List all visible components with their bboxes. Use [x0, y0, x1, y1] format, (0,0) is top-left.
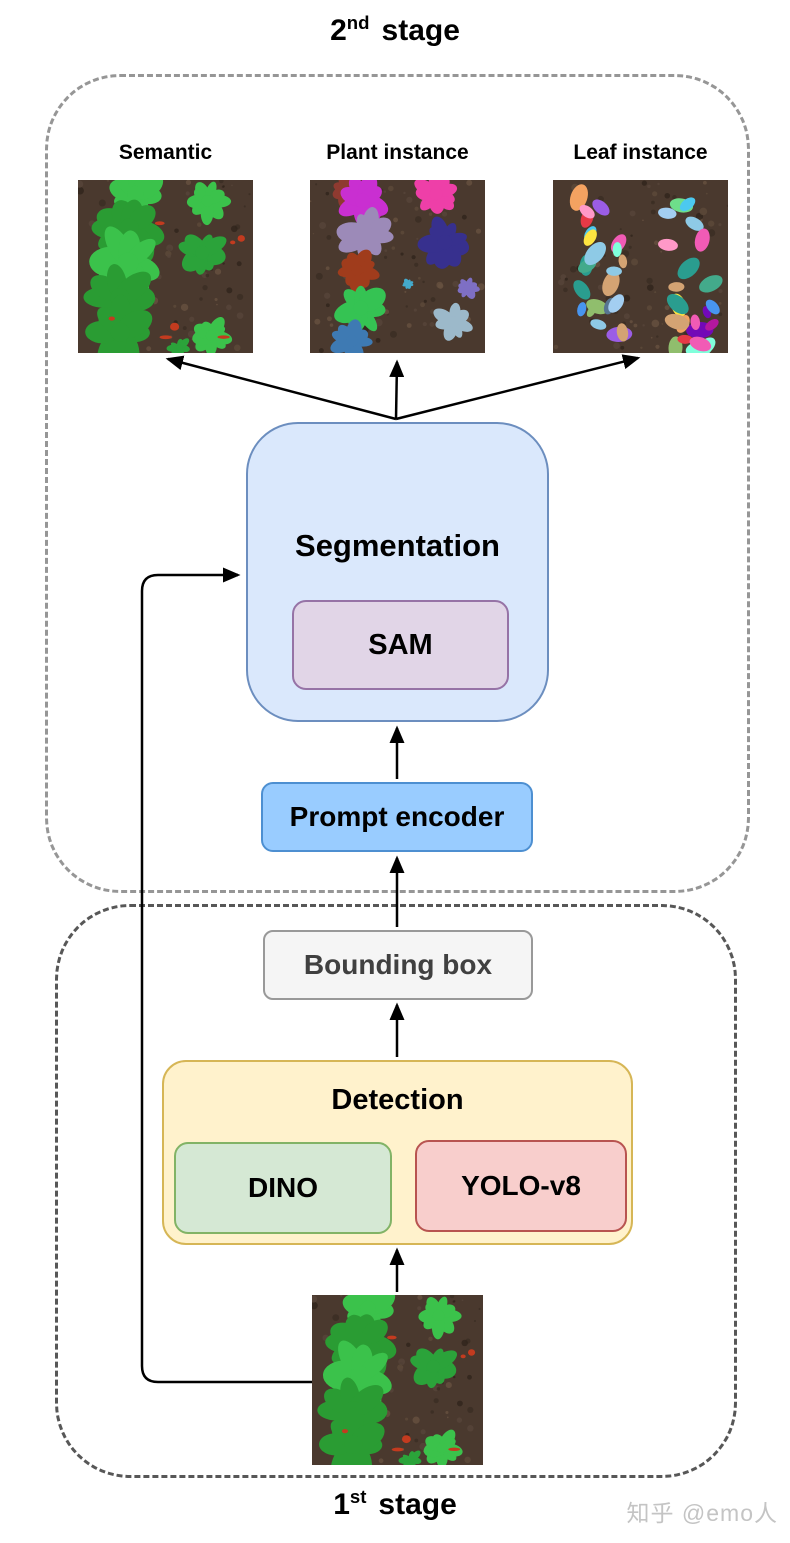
input-field-photo [312, 1295, 483, 1465]
yolo-v8-label: YOLO-v8 [461, 1170, 581, 1201]
yolo-v8-block: YOLO-v8 [415, 1140, 627, 1232]
sam-block: SAM [292, 600, 509, 690]
detection-block: Detection DINO YOLO-v8 [162, 1060, 633, 1245]
detection-label: Detection [331, 1084, 464, 1116]
stage1-title-number: 1 [333, 1488, 350, 1521]
leaf-instance-output-label: Leaf instance [573, 141, 708, 164]
zhihu-watermark: 知乎 @emo人 [626, 1500, 778, 1526]
sam-label: SAM [368, 628, 433, 661]
plant-instance-output-image [310, 180, 485, 353]
stage2-title-word: stage [381, 14, 460, 47]
stage1-title-ordinal: st [349, 1486, 367, 1507]
semantic-output-label: Semantic [118, 141, 213, 164]
prompt-encoder-block: Prompt encoder [261, 782, 533, 852]
leaf-instance-output-image [553, 180, 728, 353]
segmentation-label: Segmentation [295, 528, 500, 563]
bounding-box-label: Bounding box [303, 949, 493, 980]
stage2-title-ordinal: nd [346, 12, 370, 33]
bounding-box-block: Bounding box [263, 930, 533, 1000]
semantic-output-image [78, 180, 253, 353]
stage2-title-number: 2 [330, 14, 347, 47]
stage1-title-word: stage [378, 1488, 457, 1521]
plant-instance-output-label: Plant instance [326, 141, 469, 164]
segmentation-block: Segmentation SAM [246, 422, 549, 722]
dino-block: DINO [174, 1142, 392, 1234]
dino-label: DINO [248, 1172, 318, 1203]
prompt-encoder-label: Prompt encoder [289, 801, 505, 832]
